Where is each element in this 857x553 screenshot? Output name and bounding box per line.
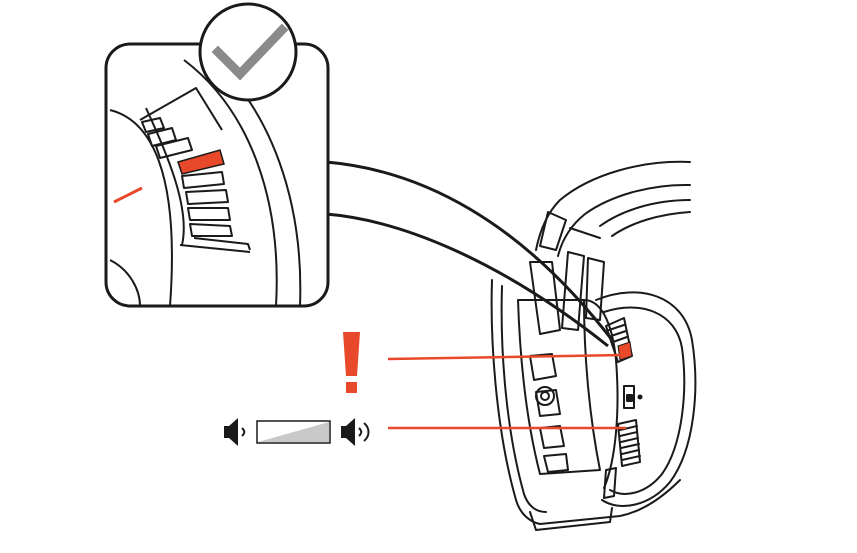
exclamation-icon: [343, 332, 360, 393]
speaker-low-icon: [224, 418, 246, 446]
volume-wheel[interactable]: [617, 419, 641, 467]
speaker-high-icon: [341, 418, 370, 446]
inset-highlighted-ridge: [177, 149, 225, 175]
headset-illustration: [490, 160, 697, 531]
power-switch[interactable]: [623, 385, 643, 409]
inset-orange-marker: [113, 186, 143, 204]
checkmark-icon: [198, 2, 298, 102]
selector-leader-line: [387, 353, 625, 361]
zoom-callout: [104, 2, 614, 348]
volume-slider: [224, 418, 370, 446]
volume-ramp-fill: [258, 422, 329, 442]
